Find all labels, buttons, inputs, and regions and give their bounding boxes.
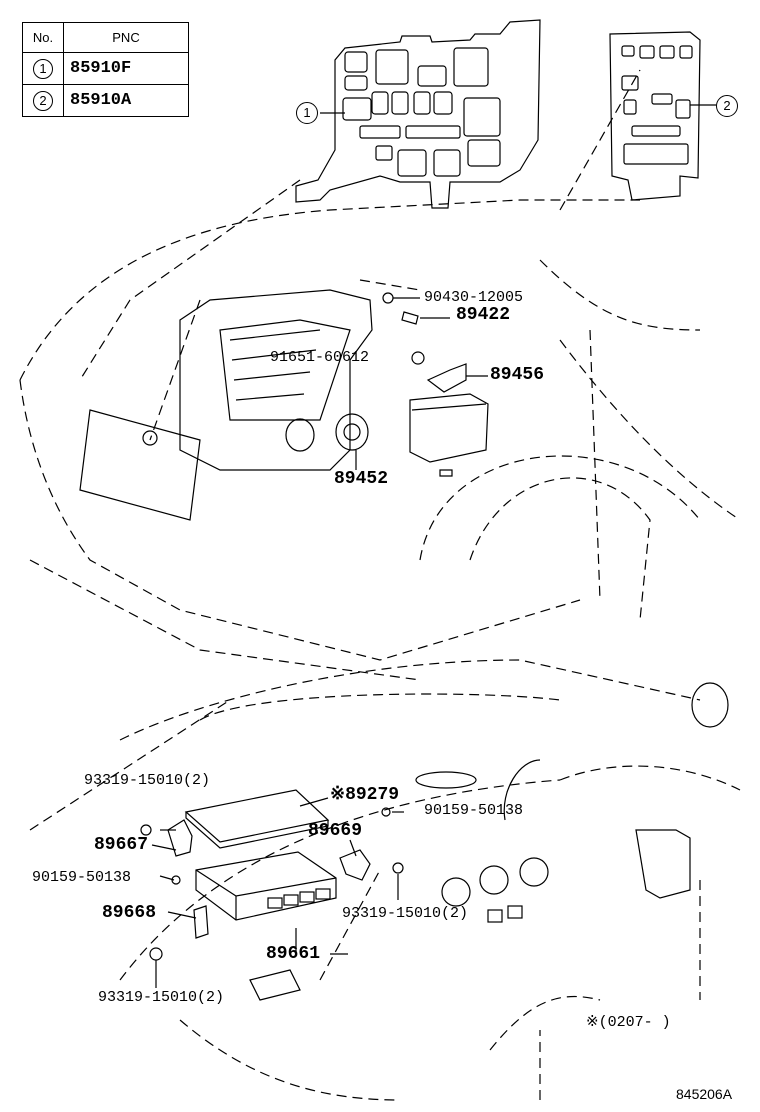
label-93319-15010-c: 93319-15010(2) — [98, 989, 225, 1006]
label-89661: 89661 — [266, 944, 321, 964]
relay-block-2 — [609, 31, 716, 201]
label-89667: 89667 — [94, 835, 149, 855]
callout-2: 2 — [716, 95, 738, 117]
label-89456: 89456 — [490, 365, 545, 385]
interior-outline — [29, 659, 741, 1101]
interior-parts — [415, 682, 729, 923]
label-93319-15010-b: 93319-15010(2) — [342, 905, 469, 922]
relay-block-1 — [295, 19, 541, 209]
label-89279: ※89279 — [330, 785, 400, 805]
grille — [79, 409, 201, 521]
callout-1: 1 — [296, 102, 318, 124]
label-93319-15010-a: 93319-15010(2) — [84, 772, 211, 789]
pnc-table-header: No. PNC — [22, 22, 189, 53]
car-body-outline — [19, 69, 741, 681]
figure-code: 845206A — [676, 1086, 733, 1102]
label-89669: 89669 — [308, 821, 363, 841]
label-90430-12005: 90430-12005 — [424, 289, 524, 306]
leader-lines — [151, 797, 404, 988]
label-90159-50138-b: 90159-50138 — [32, 869, 132, 886]
label-89668: 89668 — [102, 903, 157, 923]
table-row: 2 85910A — [22, 84, 189, 117]
small-parts-upper — [355, 292, 488, 470]
label-89452: 89452 — [334, 469, 389, 489]
ecu-assembly — [140, 789, 404, 1001]
label-89422: 89422 — [456, 305, 511, 325]
pnc-table: No. PNC 1 85910F 2 85910A — [22, 22, 189, 117]
header-no: No. — [22, 22, 64, 53]
header-pnc: PNC — [63, 22, 189, 53]
table-row: 1 85910F — [22, 52, 189, 85]
row-number: 1 — [33, 58, 53, 79]
row-number: 2 — [33, 90, 53, 111]
label-91651-60612: 91651-60612 — [270, 349, 370, 366]
label-90159-50138-a: 90159-50138 — [424, 802, 524, 819]
pnc-value: 85910A — [70, 91, 132, 110]
engine — [179, 289, 489, 477]
date-note: ※(0207- ) — [586, 1014, 671, 1031]
pnc-value: 85910F — [70, 59, 132, 78]
